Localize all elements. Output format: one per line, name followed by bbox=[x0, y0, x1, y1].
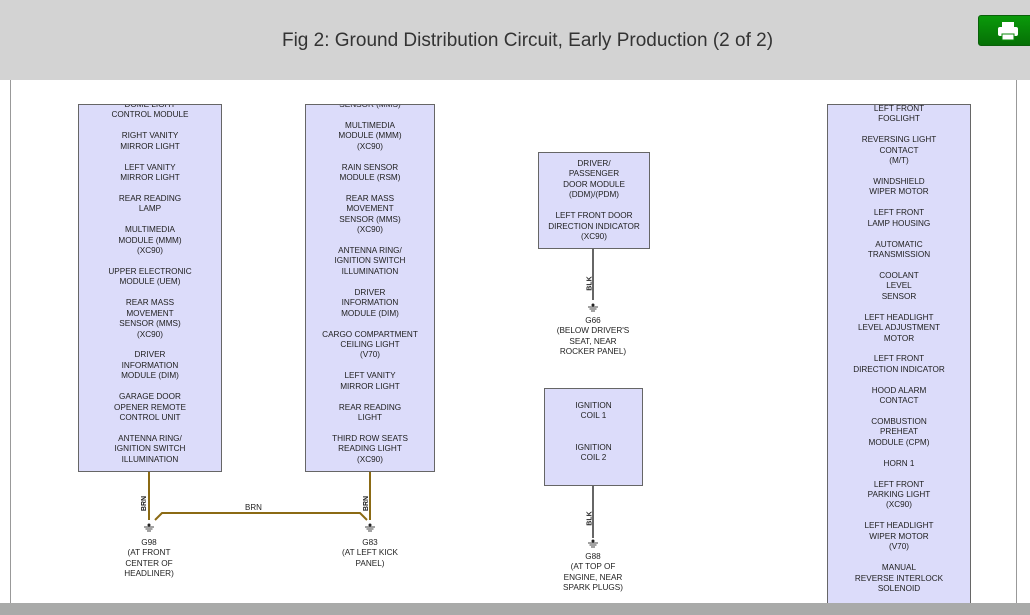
component-label: COOLANT LEVEL SENSOR bbox=[879, 270, 919, 301]
ground-icon bbox=[591, 303, 595, 307]
component-label: COMBUSTION PREHEAT MODULE (CPM) bbox=[868, 417, 930, 447]
component-label: LEFT FRONT DOOR DIRECTION INDICATOR (XC9… bbox=[548, 211, 640, 241]
component-label: MANUAL REVERSE INTERLOCK SOLENOID bbox=[854, 563, 944, 593]
header: Fig 2: Ground Distribution Circuit, Earl… bbox=[0, 0, 1030, 80]
ground-label-g83: G83 (AT LEFT KICK PANEL) bbox=[342, 538, 398, 568]
component-box-a: DOME LIGHT CONTROL MODULE RIGHT VANITY MI… bbox=[78, 104, 222, 472]
component-label: DRIVER/ PASSENGER DOOR MODULE (DDM)/(PDM… bbox=[563, 159, 625, 200]
component-box-d: IGNITION COIL 1 IGNITION COIL 2 bbox=[544, 388, 643, 486]
component-label: LEFT FRONT LAMP HOUSING bbox=[867, 208, 931, 228]
ground-icon bbox=[591, 539, 595, 543]
component-box-c: DRIVER/ PASSENGER DOOR MODULE (DDM)/(PDM… bbox=[538, 152, 650, 249]
component-box-e: LEFT FRONT FOGLIGHT REVERSING LIGHT CONTA… bbox=[827, 104, 971, 604]
component-label: ANTENNA RING/ IGNITION SWITCH ILLUMINATI… bbox=[114, 433, 186, 464]
component-label: SENSOR (MMS) bbox=[339, 104, 401, 109]
component-label: ANTENNA RING/ IGNITION SWITCH ILLUMINATI… bbox=[334, 246, 406, 276]
wire-label-brn: BRN bbox=[141, 495, 149, 512]
wire-label-brn: BRN bbox=[245, 503, 262, 512]
component-label: IGNITION COIL 2 bbox=[575, 442, 612, 463]
component-label: LEFT FRONT DIRECTION INDICATOR bbox=[853, 354, 945, 374]
component-label: RIGHT VANITY MIRROR LIGHT bbox=[120, 131, 180, 151]
ground-icon bbox=[147, 523, 151, 527]
diagram-area bbox=[10, 80, 1017, 603]
component-label: AUTOMATIC TRANSMISSION bbox=[867, 239, 931, 260]
component-box-b: SENSOR (MMS) MULTIMEDIA MODULE (MMM) (XC9… bbox=[305, 104, 435, 472]
component-label: REAR MASS MOVEMENT SENSOR (MMS) (XC90) bbox=[339, 193, 401, 235]
ground-label-g98: G98 (AT FRONT CENTER OF HEADLINER) bbox=[124, 538, 174, 579]
wire-label-blk: BLK bbox=[586, 276, 594, 291]
component-label: DRIVER INFORMATION MODULE (DIM) bbox=[121, 350, 179, 381]
print-button[interactable] bbox=[978, 15, 1030, 46]
printer-icon bbox=[998, 22, 1018, 41]
footer-bar bbox=[0, 603, 1030, 615]
wire-brn bbox=[154, 512, 368, 521]
page-title: Fig 2: Ground Distribution Circuit, Earl… bbox=[281, 30, 774, 51]
component-label: IGNITION COIL 1 bbox=[575, 401, 612, 421]
component-label: HOOD ALARM CONTACT bbox=[871, 385, 927, 406]
component-label: LEFT VANITY MIRROR LIGHT bbox=[340, 371, 400, 391]
component-label: MULTIMEDIA MODULE (MMM) (XC90) bbox=[118, 225, 182, 256]
ground-label-g66: G66 (BELOW DRIVER'S SEAT, NEAR ROCKER PA… bbox=[556, 316, 630, 357]
component-label: RAIN SENSOR MODULE (RSM) bbox=[339, 162, 401, 183]
component-label: GARAGE DOOR OPENER REMOTE CONTROL UNIT bbox=[114, 392, 186, 422]
component-label: REVERSING LIGHT CONTACT (M/T) bbox=[861, 135, 937, 166]
component-label: MULTIMEDIA MODULE (MMM) (XC90) bbox=[338, 120, 402, 151]
component-label: UPPER ELECTRONIC MODULE (UEM) bbox=[108, 266, 192, 287]
component-label: LEFT FRONT PARKING LIGHT (XC90) bbox=[867, 479, 931, 510]
component-label: REAR READING LIGHT bbox=[338, 402, 402, 422]
component-label: REAR MASS MOVEMENT SENSOR (MMS) (XC90) bbox=[119, 298, 181, 339]
component-label: THIRD ROW SEATS READING LIGHT (XC90) bbox=[332, 433, 408, 464]
component-label: CARGO COMPARTMENT CEILING LIGHT (V70) bbox=[322, 329, 418, 360]
component-label: HORN 1 bbox=[883, 458, 915, 468]
wire-label-blk: BLK bbox=[586, 511, 594, 526]
component-label: LEFT HEADLIGHT WIPER MOTOR (V70) bbox=[864, 521, 934, 552]
component-label: WINDSHIELD WIPER MOTOR bbox=[869, 177, 929, 197]
component-label: LEFT FRONT FOGLIGHT bbox=[873, 104, 925, 124]
component-label: REAR READING LAMP bbox=[118, 193, 182, 214]
component-label: DOME LIGHT CONTROL MODULE bbox=[111, 104, 189, 120]
component-label: LEFT VANITY MIRROR LIGHT bbox=[120, 162, 180, 183]
component-label: DRIVER INFORMATION MODULE (DIM) bbox=[341, 287, 399, 318]
ground-label-g88: G88 (AT TOP OF ENGINE, NEAR SPARK PLUGS) bbox=[563, 552, 623, 593]
component-label: LEFT HEADLIGHT LEVEL ADJUSTMENT MOTOR bbox=[857, 312, 941, 343]
wire-label-brn: BRN bbox=[363, 495, 371, 512]
ground-icon bbox=[368, 523, 372, 527]
